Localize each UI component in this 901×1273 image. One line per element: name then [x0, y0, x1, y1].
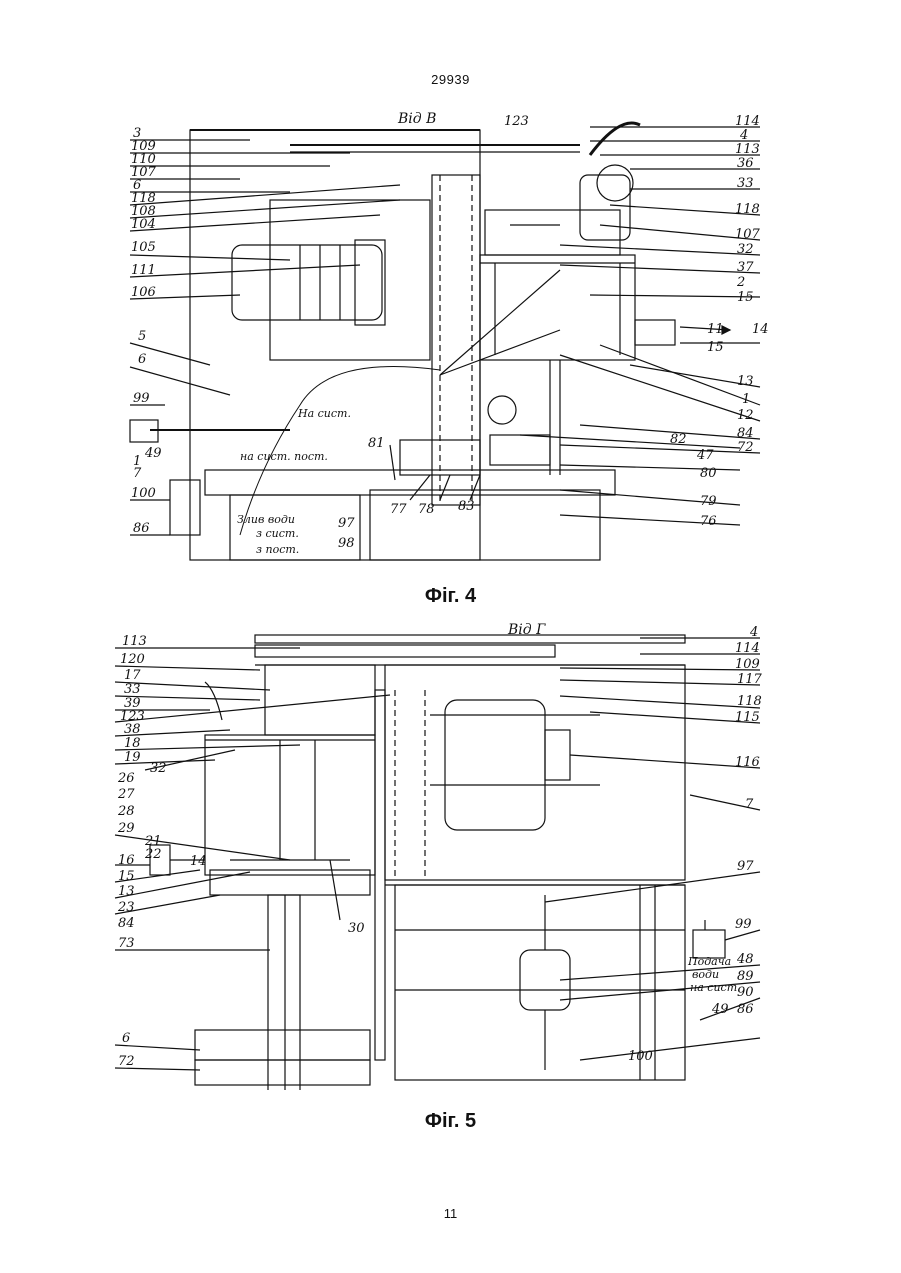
annotation: На сист. — [297, 407, 351, 420]
callout: 23 — [117, 900, 135, 915]
annotation: на сист. пост. — [240, 450, 328, 463]
callout: 13 — [737, 374, 754, 389]
callout: 17 — [124, 668, 141, 683]
callout: 16 — [118, 853, 135, 868]
annotation: води — [692, 968, 719, 981]
callout: 115 — [735, 710, 760, 725]
callout: 123 — [504, 114, 529, 129]
annotation: з пост. — [256, 543, 299, 556]
callout: 109 — [735, 657, 760, 672]
callout: 27 — [117, 787, 135, 802]
callout: 29 — [117, 821, 135, 836]
callout: 104 — [131, 217, 156, 232]
callout: 116 — [735, 755, 760, 770]
callout: 15 — [118, 869, 135, 884]
callout: 32 — [150, 761, 167, 776]
callout: 118 — [735, 202, 760, 217]
callout: 4 — [749, 625, 758, 640]
callout: 32 — [737, 242, 754, 257]
callout: 114 — [735, 641, 760, 656]
callout: 4 — [739, 128, 748, 143]
figure-5-caption: Фіг. 5 — [0, 1110, 901, 1133]
figure-5-svg: Від Г 113 120 17 33 39 123 38 18 19 32 2… — [0, 620, 901, 1090]
callout: 2 — [736, 275, 745, 290]
annotation: Злив води — [237, 513, 295, 526]
callout: 84 — [118, 916, 135, 931]
callout: 120 — [120, 652, 145, 667]
callout: 83 — [458, 499, 475, 514]
callout: 86 — [133, 521, 150, 536]
callout: 114 — [735, 114, 760, 129]
callout: 100 — [628, 1049, 653, 1064]
callout: 14 — [752, 322, 769, 337]
callout: 15 — [707, 340, 724, 355]
figure-4-caption: Фіг. 4 — [0, 585, 901, 608]
callout: 7 — [745, 797, 754, 812]
callout: 5 — [138, 329, 146, 344]
callout: 79 — [700, 494, 717, 509]
callout: 38 — [124, 722, 141, 737]
callout: 22 — [144, 847, 162, 862]
callout: 98 — [338, 536, 355, 551]
callout: 48 — [736, 952, 754, 967]
annotation: з сист. — [256, 527, 299, 540]
callout: 113 — [735, 142, 760, 157]
callout: 7 — [133, 466, 142, 481]
callout: 76 — [700, 514, 717, 529]
figure-4-drawing: Від В 123 3 109 110 107 6 118 108 104 10… — [0, 105, 901, 585]
callout: 86 — [737, 1002, 754, 1017]
callout: 6 — [122, 1031, 130, 1046]
callout: 30 — [348, 921, 365, 936]
callout: 47 — [696, 448, 714, 463]
callout: 13 — [118, 884, 135, 899]
patent-number: 29939 — [0, 72, 901, 87]
callout: 111 — [131, 263, 156, 278]
view-label: Від Г — [507, 622, 546, 638]
callout: 49 — [711, 1002, 729, 1017]
callout: 1 — [742, 392, 750, 407]
callout: 97 — [737, 859, 754, 874]
callout: 118 — [737, 694, 762, 709]
callout: 28 — [117, 804, 135, 819]
callout: 82 — [670, 432, 687, 447]
callout: 72 — [737, 440, 754, 455]
callout: 97 — [338, 516, 355, 531]
callout: 19 — [124, 750, 141, 765]
callout: 18 — [124, 736, 141, 751]
callout: 15 — [737, 290, 754, 305]
callout: 78 — [418, 502, 435, 517]
callout: 33 — [737, 176, 754, 191]
callout: 11 — [707, 322, 724, 337]
callout: 99 — [735, 917, 752, 932]
callout: 37 — [737, 260, 754, 275]
callout: 113 — [122, 634, 147, 649]
annotation: Подача — [687, 955, 731, 968]
callout: 84 — [737, 426, 754, 441]
callout: 99 — [133, 391, 150, 406]
callout: 6 — [138, 352, 146, 367]
callout: 106 — [131, 285, 156, 300]
callout: 81 — [368, 436, 385, 451]
figure-4-svg: Від В 123 3 109 110 107 6 118 108 104 10… — [0, 105, 901, 585]
callout: 80 — [700, 466, 717, 481]
callout: 49 — [144, 446, 162, 461]
callout: 117 — [737, 672, 763, 687]
callout: 77 — [390, 502, 407, 517]
callout: 73 — [118, 936, 135, 951]
callout: 72 — [118, 1054, 135, 1069]
callout: 36 — [737, 156, 754, 171]
callout: 107 — [735, 227, 761, 242]
callout: 12 — [737, 408, 754, 423]
callout: 14 — [190, 854, 207, 869]
page-number: 11 — [0, 1206, 901, 1221]
view-label: Від В — [397, 111, 436, 127]
annotation: на сист. — [690, 981, 741, 994]
callout: 26 — [117, 771, 135, 786]
callout: 100 — [131, 486, 156, 501]
figure-5-drawing: Від Г 113 120 17 33 39 123 38 18 19 32 2… — [0, 620, 901, 1090]
callout: 105 — [131, 240, 156, 255]
callout: 33 — [124, 682, 141, 697]
